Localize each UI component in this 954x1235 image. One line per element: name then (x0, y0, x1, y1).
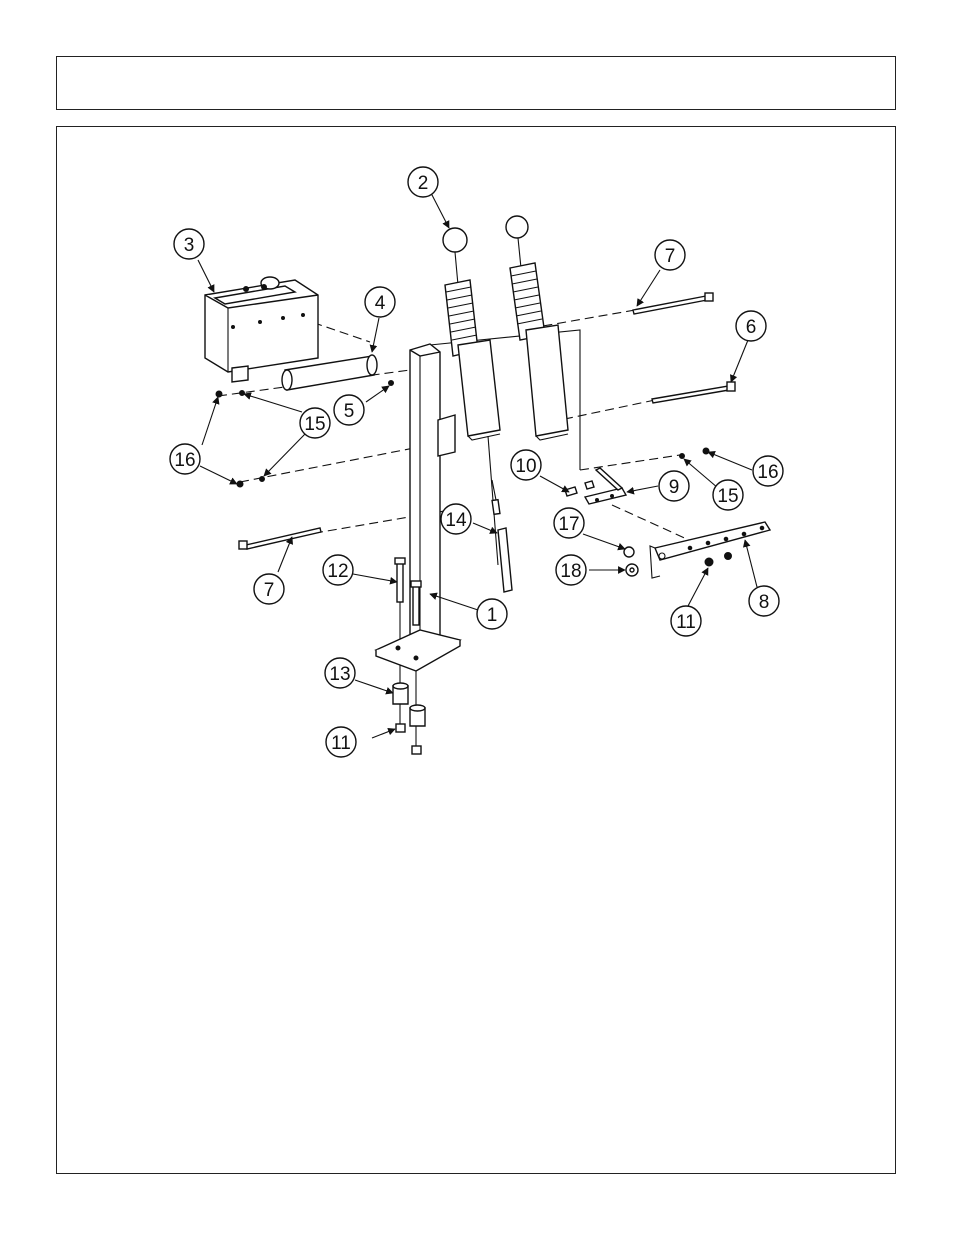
callout-label: 13 (329, 664, 350, 685)
callout-11-right: 11 (671, 606, 701, 636)
callout-12: 12 (323, 555, 353, 585)
callout-16-left: 16 (170, 444, 200, 474)
callout-label: 5 (344, 401, 355, 422)
callout-4: 4 (365, 287, 395, 317)
callout-label: 8 (759, 592, 770, 613)
callout-label: 15 (304, 414, 325, 435)
callout-15-left: 15 (300, 408, 330, 438)
callout-label: 4 (375, 293, 386, 314)
callout-15-right: 15 (713, 480, 743, 510)
callout-label: 17 (558, 514, 579, 535)
callout-9: 9 (659, 471, 689, 501)
callout-label: 16 (757, 462, 778, 483)
leader-lines (198, 193, 757, 738)
callout-label: 12 (327, 561, 348, 582)
spacers (393, 683, 425, 726)
callout-11-base: 11 (326, 727, 356, 757)
cable-end (492, 480, 512, 592)
base-nuts (396, 724, 421, 754)
callout-7-bottom: 7 (254, 574, 284, 604)
callout-6: 6 (736, 311, 766, 341)
callout-8: 8 (749, 586, 779, 616)
callout-13: 13 (325, 658, 355, 688)
callout-label: 2 (418, 173, 429, 194)
callout-1: 1 (477, 599, 507, 629)
callout-label: 15 (717, 486, 738, 507)
callout-14: 14 (441, 504, 471, 534)
callout-5: 5 (334, 395, 364, 425)
control-box (205, 277, 318, 382)
callout-2: 2 (408, 167, 438, 197)
callout-label: 11 (676, 612, 696, 633)
callout-label: 7 (665, 246, 676, 267)
callout-label: 9 (669, 477, 680, 498)
long-bolt-bottom (239, 528, 321, 549)
callout-label: 7 (264, 580, 275, 601)
callout-label: 11 (331, 733, 351, 754)
callout-10: 10 (511, 450, 541, 480)
callout-label: 18 (560, 561, 581, 582)
callout-16-right: 16 (753, 456, 783, 486)
long-bolt-mid (652, 382, 735, 403)
callout-3: 3 (174, 229, 204, 259)
callout-17: 17 (554, 508, 584, 538)
callout-label: 6 (746, 317, 757, 338)
callout-18: 18 (556, 555, 586, 585)
callout-label: 10 (515, 456, 536, 477)
callout-7-top: 7 (655, 240, 685, 270)
callout-label: 16 (174, 450, 195, 471)
callout-label: 3 (184, 235, 195, 256)
callout-label: 14 (445, 510, 467, 531)
control-lever-right (506, 216, 568, 440)
callout-label: 1 (487, 605, 498, 626)
long-bolt-top (633, 293, 713, 314)
